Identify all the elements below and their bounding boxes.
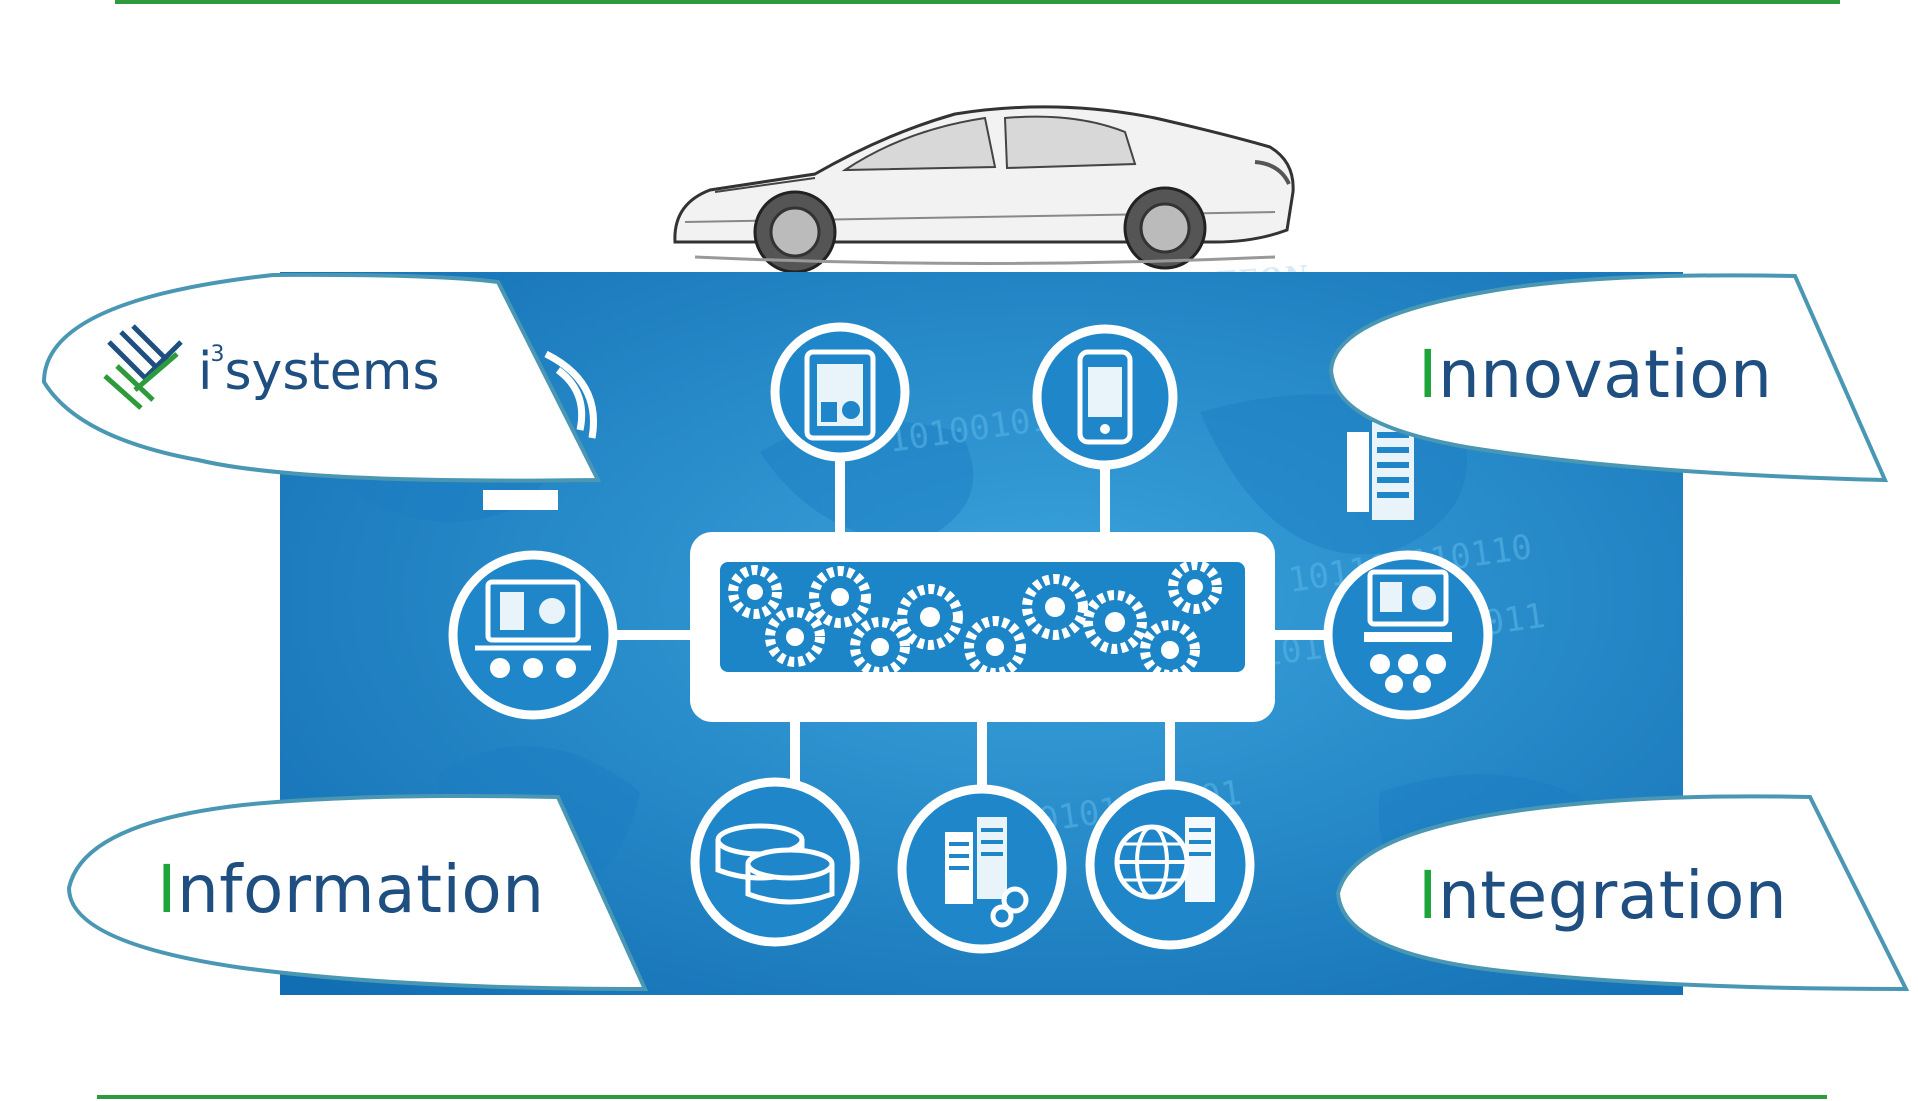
innovation-callout-shape: [1328, 273, 1889, 483]
bottom-divider: [97, 1095, 1827, 1099]
tablet-chart-icon: [770, 322, 910, 462]
i3-systems-logo-icon: [103, 324, 183, 410]
globe-server-icon: [1085, 780, 1255, 950]
information-callout-shape: [66, 794, 649, 992]
logo-callout-shape: [41, 272, 602, 483]
wifi-signal-icon: [544, 350, 597, 439]
innovation-initial: I: [1418, 336, 1438, 413]
buildings-icon: [1347, 422, 1414, 520]
server-gears-icon: [897, 784, 1067, 954]
logo-letter: i: [198, 342, 213, 402]
innovation-label: Innovation: [1418, 342, 1772, 408]
monitor-team-icon: [1323, 550, 1493, 720]
logo-word: systems: [224, 342, 440, 402]
gears-hub-icon: [690, 532, 1275, 722]
information-initial: I: [157, 851, 177, 928]
integration-callout-shape: [1335, 794, 1910, 992]
presentation-audience-icon: [448, 550, 618, 720]
i3-systems-wordmark: i3systems: [198, 342, 440, 402]
information-rest: nformation: [176, 851, 545, 928]
database-icon: [690, 777, 860, 947]
information-label: Information: [157, 857, 545, 923]
top-divider: [115, 0, 1840, 4]
integration-initial: I: [1418, 857, 1438, 934]
logo-superscript: 3: [210, 341, 225, 367]
device-label-strip: [483, 490, 558, 510]
integration-label: Integration: [1418, 863, 1787, 929]
innovation-rest: nnovation: [1437, 336, 1773, 413]
integration-rest: ntegration: [1437, 857, 1788, 934]
car-sketch-image: [673, 105, 1295, 272]
smartphone-chart-icon: [1032, 324, 1178, 470]
